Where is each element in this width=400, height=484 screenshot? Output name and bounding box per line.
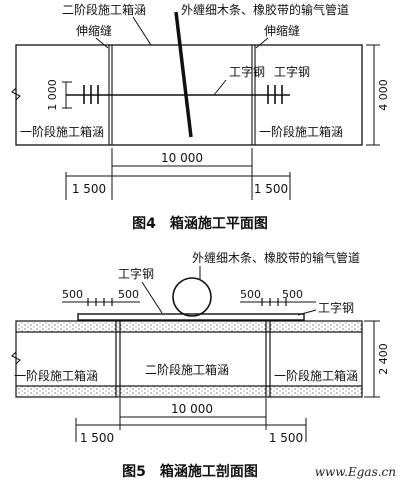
plan-dim-1500-right: 1 500 <box>254 182 288 196</box>
section-label-stage1-right: 一阶段施工箱涵 <box>274 368 358 383</box>
plan-leader-ibeam <box>213 79 227 96</box>
section-dim-500-a: 500 <box>62 288 83 301</box>
section-gas-pipe <box>172 277 212 317</box>
plan-break-mark-left <box>11 87 21 101</box>
plan-caption: 图4 箱涵施工平面图 <box>132 215 268 232</box>
plan-label-ibeam: 工字钢 <box>229 64 265 79</box>
section-dim-500-b: 500 <box>118 288 139 301</box>
section-label-pipe: 外缠细木条、橡胶带的输气管道 <box>192 250 360 265</box>
plan-dim-1000: 1 000 <box>46 79 59 111</box>
section-label-ibeam-top: 工字钢 <box>118 266 154 281</box>
plan-label-stage1-right: 一阶段施工箱涵 <box>259 124 343 139</box>
plan-leader-joint-left <box>95 37 109 49</box>
section-dim-10000: 10 000 <box>171 402 213 416</box>
plan-outline <box>15 44 363 146</box>
section-label-stage1-left: 一阶段施工箱涵 <box>14 368 98 383</box>
section-ibeam-plate <box>77 313 305 321</box>
plan-label-ibeam-right: 工字钢 <box>274 64 310 79</box>
section-label-ibeam-right: 工字钢 <box>318 300 354 315</box>
plan-label-joint-left: 伸缩缝 <box>76 23 112 38</box>
plan-dim-1500-left: 1 500 <box>72 182 106 196</box>
plan-label-pipe: 外缠细木条、橡胶带的输气管道 <box>181 2 349 17</box>
section-dim-1500-right: 1 500 <box>269 431 303 445</box>
section-dim-500-c: 500 <box>240 288 261 301</box>
plan-label-joint-right: 伸缩缝 <box>264 23 300 38</box>
plan-view: 1 000 4 000 二阶段施工箱涵 外缠细木条、橡胶带的输气管道 伸缩缝 伸… <box>11 2 390 232</box>
section-bottom-slab <box>15 385 363 398</box>
section-dim-2400: 2 400 <box>377 343 390 375</box>
section-dim-500-d: 500 <box>282 288 303 301</box>
plan-dim-10000: 10 000 <box>161 151 203 165</box>
section-leader-ibeam-top <box>141 281 163 314</box>
plan-label-stage1-left: 一阶段施工箱涵 <box>20 124 104 139</box>
section-dim-1500-left: 1 500 <box>80 431 114 445</box>
plan-leader-joint-right <box>255 37 269 49</box>
plan-leader-stage2 <box>132 16 152 46</box>
plan-dim-4000: 4 000 <box>377 79 390 111</box>
watermark-text: www.Egas.cn <box>315 465 396 479</box>
section-view: 外缠细木条、橡胶带的输气管道 工字钢 500 500 500 500 工字钢 <box>11 250 396 480</box>
section-caption: 图5 箱涵施工剖面图 <box>122 463 258 480</box>
section-label-stage2: 二阶段施工箱涵 <box>145 362 229 377</box>
plan-gas-pipe <box>174 11 193 138</box>
plan-label-stage2: 二阶段施工箱涵 <box>62 2 146 17</box>
section-break-mark-left <box>11 351 21 365</box>
section-top-slab <box>15 320 363 333</box>
